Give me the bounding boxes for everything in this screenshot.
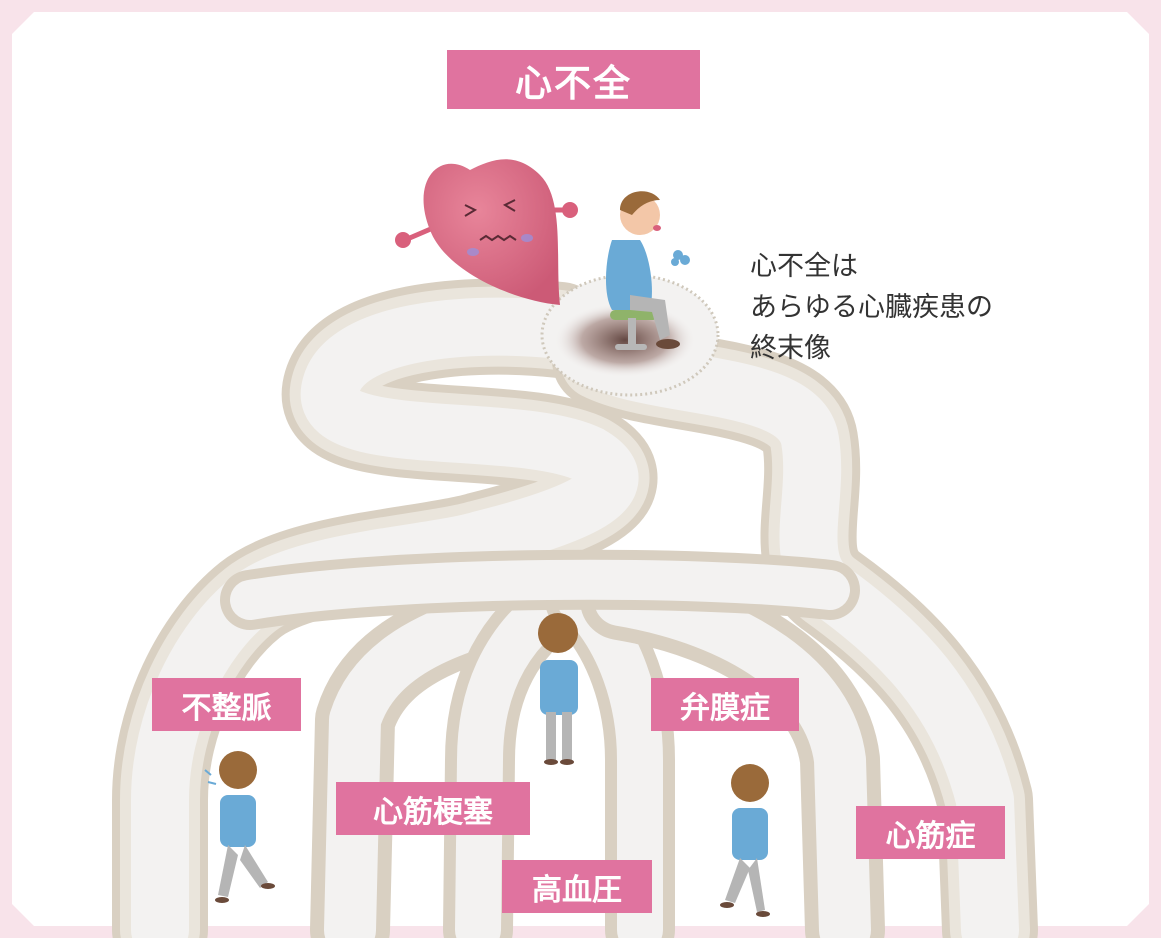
page-title: 心不全 [447,50,700,109]
caption-text: 心不全は あらゆる心臓疾患の 終末像 [750,246,993,369]
label-myocardial-infarction: 心筋梗塞 [336,782,530,835]
caption-line-1: 心不全は [750,251,858,282]
label-cardiomyopathy: 心筋症 [856,806,1005,859]
winding-road [112,278,1038,938]
exhausted-seated-man [605,191,690,350]
label-valvular-disease: 弁膜症 [651,678,799,731]
walking-man-left [204,751,275,903]
tired-heart-character [395,159,578,305]
caption-line-2: あらゆる心臓疾患の [750,292,993,323]
standing-man-center [538,613,578,765]
label-hypertension: 高血圧 [502,860,652,913]
label-arrhythmia: 不整脈 [152,678,301,731]
caption-line-3: 終末像 [750,333,831,364]
walking-man-right [720,764,770,917]
